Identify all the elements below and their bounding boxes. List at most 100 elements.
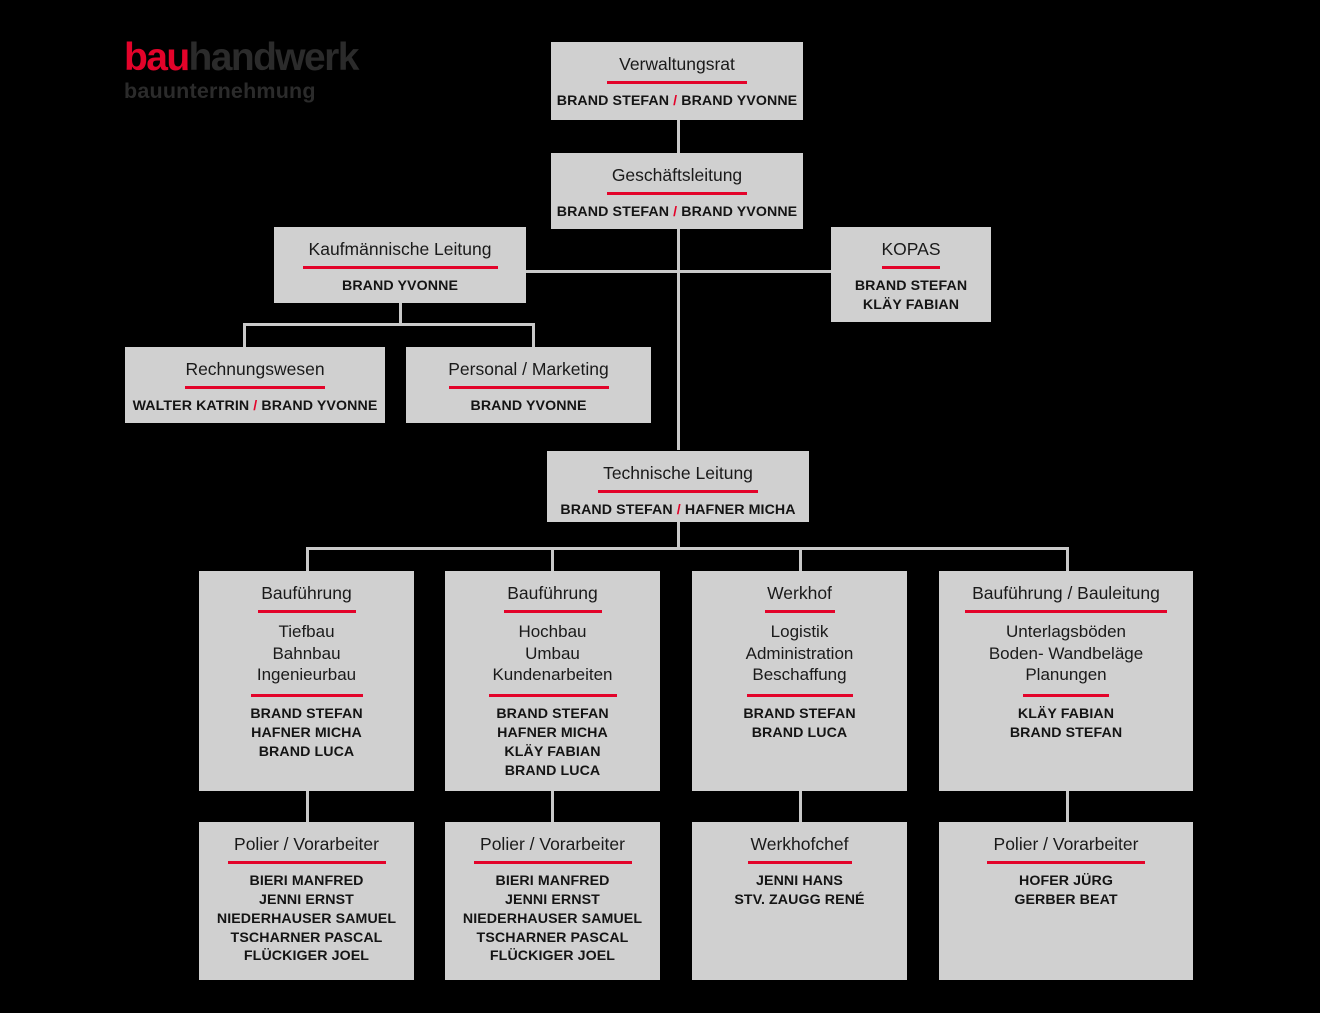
name-text: HAFNER MICHA <box>684 501 796 518</box>
node-title: Bauführung <box>507 583 598 603</box>
node-subtitles: Unterlagsböden Boden- Wandbeläge Planung… <box>989 621 1143 686</box>
logo-rest-text: handwerk <box>188 36 360 79</box>
logo-wordmark: bauhandwerk <box>124 36 360 79</box>
subtitle-text: Kundenarbeiten <box>492 665 613 685</box>
title-rule <box>607 191 747 195</box>
node-werkhof[interactable]: Werkhof Logistik Administration Beschaff… <box>692 571 907 791</box>
name-text: BRAND STEFAN <box>556 92 670 109</box>
company-logo: bauhandwerk bauunternehmung <box>124 36 360 103</box>
name-text: BRAND STEFAN <box>556 203 670 220</box>
name-text: KLÄY FABIAN <box>862 296 960 313</box>
name-text: BRAND STEFAN <box>560 501 673 518</box>
connector-werkhof-to-werkhofchef <box>799 790 802 822</box>
title-rule <box>185 385 325 389</box>
node-title: Werkhof <box>767 583 832 603</box>
connector-to-personal <box>532 323 535 347</box>
node-bauführung-bauleitung[interactable]: Bauführung / Bauleitung Unterlagsböden B… <box>939 571 1193 791</box>
node-title: Kaufmännische Leitung <box>308 239 492 259</box>
node-polier-hochbau[interactable]: Polier / Vorarbeiter BIERI MANFRED JENNI… <box>445 822 660 980</box>
name-text: BRAND LUCA <box>504 762 601 779</box>
name-text: JENNI HANS <box>756 872 843 889</box>
node-names: HOFER JÜRG GERBER BEAT <box>1014 872 1117 910</box>
node-bauführung-hochbau[interactable]: Bauführung Hochbau Umbau Kundenarbeiten … <box>445 571 660 791</box>
node-verwaltungsrat[interactable]: Verwaltungsrat BRAND STEFAN / BRAND YVON… <box>551 42 803 120</box>
node-names: BIERI MANFRED JENNI ERNST NIEDERHAUSER S… <box>217 872 396 966</box>
connector-to-werkhof <box>799 547 802 571</box>
name-text: KLÄY FABIAN <box>1017 706 1115 723</box>
title-rule <box>987 860 1145 864</box>
subtitle-text: Beschaffung <box>752 665 847 685</box>
subtitle-text: Planungen <box>1025 665 1107 685</box>
subtitle-text: Boden- Wandbeläge <box>988 643 1144 663</box>
node-title: Technische Leitung <box>603 463 753 483</box>
connector-hochbau-to-polier <box>551 790 554 822</box>
node-polier-tiefbau[interactable]: Polier / Vorarbeiter BIERI MANFRED JENNI… <box>199 822 414 980</box>
name-text: HOFER JÜRG <box>1018 872 1113 889</box>
logo-accent-text: bau <box>124 36 190 79</box>
title-rule <box>607 80 747 84</box>
name-text: WALTER KATRIN <box>132 397 250 414</box>
node-names: BRAND STEFAN KLÄY FABIAN <box>855 277 967 315</box>
name-text: HAFNER MICHA <box>497 725 608 741</box>
title-rule <box>598 489 758 493</box>
name-separator: / <box>253 397 258 414</box>
name-text: NIEDERHAUSER SAMUEL <box>216 910 397 927</box>
node-werkhofchef[interactable]: Werkhofchef JENNI HANS STV. ZAUGG RENÉ <box>692 822 907 980</box>
node-title: Geschäftsleitung <box>611 165 743 185</box>
node-names: BRAND STEFAN HAFNER MICHA KLÄY FABIAN BR… <box>496 705 608 781</box>
name-text: STV. ZAUGG RENÉ <box>734 891 865 908</box>
node-names: BRAND YVONNE <box>341 277 459 294</box>
node-rechnungswesen[interactable]: Rechnungswesen WALTER KATRIN / BRAND YVO… <box>125 347 385 423</box>
name-text: BRAND LUCA <box>751 725 848 741</box>
subtitle-text: Tiefbau <box>278 621 335 641</box>
subtitle-text: Umbau <box>525 643 580 663</box>
name-text: BRAND STEFAN <box>743 706 856 723</box>
name-text: NIEDERHAUSER SAMUEL <box>462 910 643 927</box>
node-names: BRAND STEFAN HAFNER MICHA BRAND LUCA <box>250 705 362 762</box>
title-rule <box>965 609 1167 613</box>
name-text: FLÜCKIGER JOEL <box>489 948 616 965</box>
node-title: Verwaltungsrat <box>619 54 735 74</box>
connector-to-rechnungswesen <box>243 323 246 347</box>
node-names: BRAND STEFAN BRAND LUCA <box>743 705 855 743</box>
connector-kl-kopas-horizontal <box>525 270 833 273</box>
title-rule <box>302 265 498 269</box>
node-polier-bauleitung[interactable]: Polier / Vorarbeiter HOFER JÜRG GERBER B… <box>939 822 1193 980</box>
node-title: Bauführung / Bauleitung <box>972 583 1160 603</box>
node-title: Polier / Vorarbeiter <box>480 834 625 854</box>
node-names: WALTER KATRIN / BRAND YVONNE <box>133 397 378 416</box>
node-kaufmaennische-leitung[interactable]: Kaufmännische Leitung BRAND YVONNE <box>274 227 526 303</box>
name-text: BRAND LUCA <box>258 743 355 760</box>
title-rule <box>257 609 356 613</box>
node-names: KLÄY FABIAN BRAND STEFAN <box>1010 705 1122 743</box>
logo-subtitle: bauunternehmung <box>124 79 316 103</box>
title-rule <box>882 265 940 269</box>
name-text: BIERI MANFRED <box>249 872 364 889</box>
title-rule <box>764 609 835 613</box>
subtitle-text: Hochbau <box>518 621 587 641</box>
subtitle-rule <box>746 694 853 698</box>
name-text: KLÄY FABIAN <box>504 743 601 760</box>
node-title: Polier / Vorarbeiter <box>234 834 379 854</box>
node-bauführung-tiefbau[interactable]: Bauführung Tiefbau Bahnbau Ingenieurbau … <box>199 571 414 791</box>
node-technische-leitung[interactable]: Technische Leitung BRAND STEFAN / HAFNER… <box>547 451 809 522</box>
node-title: Polier / Vorarbeiter <box>993 834 1139 854</box>
node-title: Bauführung <box>261 583 352 603</box>
subtitle-text: Administration <box>745 643 854 663</box>
connector-kl-branch-bar <box>243 323 535 326</box>
name-text: BRAND STEFAN <box>854 277 968 294</box>
name-text: JENNI ERNST <box>505 891 600 908</box>
connector-main-trunk <box>677 228 680 450</box>
node-kopas[interactable]: KOPAS BRAND STEFAN KLÄY FABIAN <box>831 227 991 322</box>
name-text: BRAND YVONNE <box>261 397 378 414</box>
node-personal-marketing[interactable]: Personal / Marketing BRAND YVONNE <box>406 347 651 423</box>
subtitle-rule <box>1023 694 1109 698</box>
node-title: Personal / Marketing <box>448 359 609 379</box>
name-text: BIERI MANFRED <box>495 872 610 889</box>
node-geschaeftsleitung[interactable]: Geschäftsleitung BRAND STEFAN / BRAND YV… <box>551 153 803 229</box>
title-rule <box>473 860 632 864</box>
node-title: Werkhofchef <box>750 834 849 854</box>
name-text: BRAND YVONNE <box>681 203 798 220</box>
name-text: FLÜCKIGER JOEL <box>243 948 370 965</box>
node-names: BRAND STEFAN / BRAND YVONNE <box>557 92 798 111</box>
